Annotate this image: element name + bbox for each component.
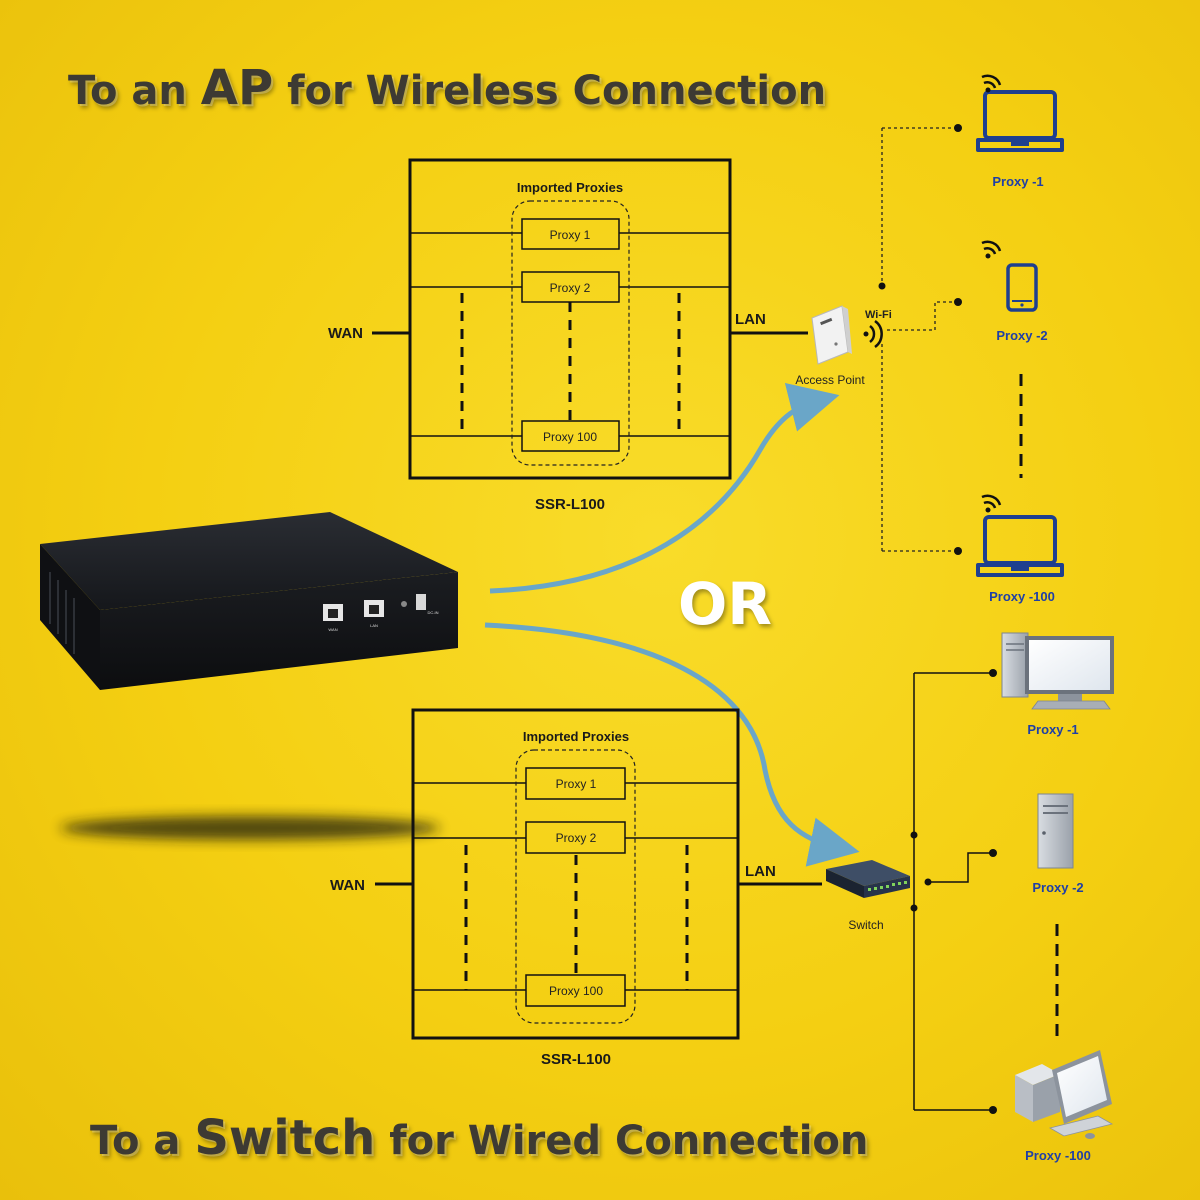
switch-client-1-dot	[989, 669, 997, 677]
switch-lan-label: LAN	[745, 863, 776, 880]
switch-proxy-1: Proxy 1	[556, 777, 597, 791]
ap-ssr-box: Imported Proxies Proxy 1 Proxy 2 Proxy 1…	[408, 158, 732, 513]
switch-client-1-label: Proxy -1	[1027, 722, 1078, 737]
ap-client-1-label: Proxy -1	[992, 174, 1043, 189]
network-switch-icon	[826, 860, 910, 898]
ap-proxy-1: Proxy 1	[550, 228, 591, 242]
ap-client-2-label: Proxy -2	[996, 328, 1047, 343]
ap-box-title: Imported Proxies	[517, 180, 623, 195]
ap-client-100-label: Proxy -100	[989, 589, 1055, 604]
smartphone-icon	[1006, 263, 1038, 312]
ap-junction-dot	[878, 282, 886, 290]
wifi-signal-icon	[863, 319, 883, 349]
switch-device-label: SSR-L100	[541, 1051, 611, 1068]
port-label-lan: LAN	[370, 623, 378, 628]
laptop-icon	[976, 90, 1064, 152]
device-shadow	[60, 816, 440, 840]
ap-proxy-100: Proxy 100	[543, 430, 597, 444]
switch-proxy-100: Proxy 100	[549, 984, 603, 998]
switch-heading-suffix: for Wired Connection	[389, 1118, 869, 1164]
laptop-icon	[976, 515, 1064, 577]
switch-proxy-1-box	[525, 767, 626, 800]
switch-box-title: Imported Proxies	[523, 729, 629, 744]
switch-heading-emphasis: Switch	[194, 1110, 376, 1166]
ap-heading: To an AP for Wireless Connection	[68, 60, 826, 116]
tower-pc-icon	[1037, 793, 1074, 869]
switch-proxy-2: Proxy 2	[556, 831, 597, 845]
desktop-computer-icon	[1001, 632, 1114, 710]
ap-heading-prefix: To an	[68, 68, 187, 114]
power-button-icon	[401, 601, 407, 607]
ap-proxy-2: Proxy 2	[550, 281, 591, 295]
switch-ssr-box: Imported Proxies Proxy 1 Proxy 2 Proxy 1…	[411, 708, 740, 1068]
arrow-to-ap	[489, 383, 840, 594]
ap-proxy-2-box	[521, 271, 620, 303]
dc-in-port	[416, 594, 426, 610]
ap-client-100-dot	[954, 547, 962, 555]
switch-label: Switch	[848, 918, 883, 932]
switch-client-100-dot	[989, 1106, 997, 1114]
switch-client-2-dot	[989, 849, 997, 857]
switch-heading: To a Switch for Wired Connection	[90, 1110, 868, 1166]
ap-client-1-dot	[954, 124, 962, 132]
switch-wan-label: WAN	[330, 877, 365, 894]
ap-client-wiring	[881, 127, 958, 552]
wifi-label: Wi-Fi	[865, 309, 892, 321]
switch-proxy-2-box	[525, 821, 626, 854]
ap-proxy-100-box	[521, 420, 620, 452]
switch-heading-prefix: To a	[90, 1118, 181, 1164]
switch-client-100-label: Proxy -100	[1025, 1148, 1091, 1163]
wifi-icon	[981, 74, 1002, 93]
arrow-to-switch	[484, 622, 860, 867]
ap-lan-label: LAN	[735, 311, 766, 328]
access-point-label: Access Point	[795, 373, 865, 387]
ap-proxy-1-box	[521, 218, 620, 250]
wifi-icon	[981, 494, 1002, 513]
port-label-wan: WAN	[328, 627, 337, 632]
ap-heading-emphasis: AP	[200, 60, 274, 116]
port-label-dcin: DC-IN	[427, 610, 438, 615]
switch-client-2-label: Proxy -2	[1032, 880, 1083, 895]
switch-client-wiring	[913, 672, 993, 1111]
ap-heading-suffix: for Wireless Connection	[287, 68, 827, 114]
switch-junction-bottom	[910, 904, 918, 912]
access-point-icon	[811, 305, 852, 365]
switch-junction-top	[910, 831, 918, 839]
switch-junction-mid	[924, 878, 932, 886]
switch-proxy-100-box	[525, 974, 626, 1007]
ap-device-label: SSR-L100	[535, 496, 605, 513]
wifi-icon	[981, 240, 1002, 259]
ap-client-2-dot	[954, 298, 962, 306]
desktop-computer-icon	[1015, 1050, 1114, 1139]
ssr-l100-hardware: WAN LAN DC-IN	[40, 512, 458, 690]
ap-wan-label: WAN	[328, 325, 363, 342]
or-label: OR	[678, 570, 772, 638]
